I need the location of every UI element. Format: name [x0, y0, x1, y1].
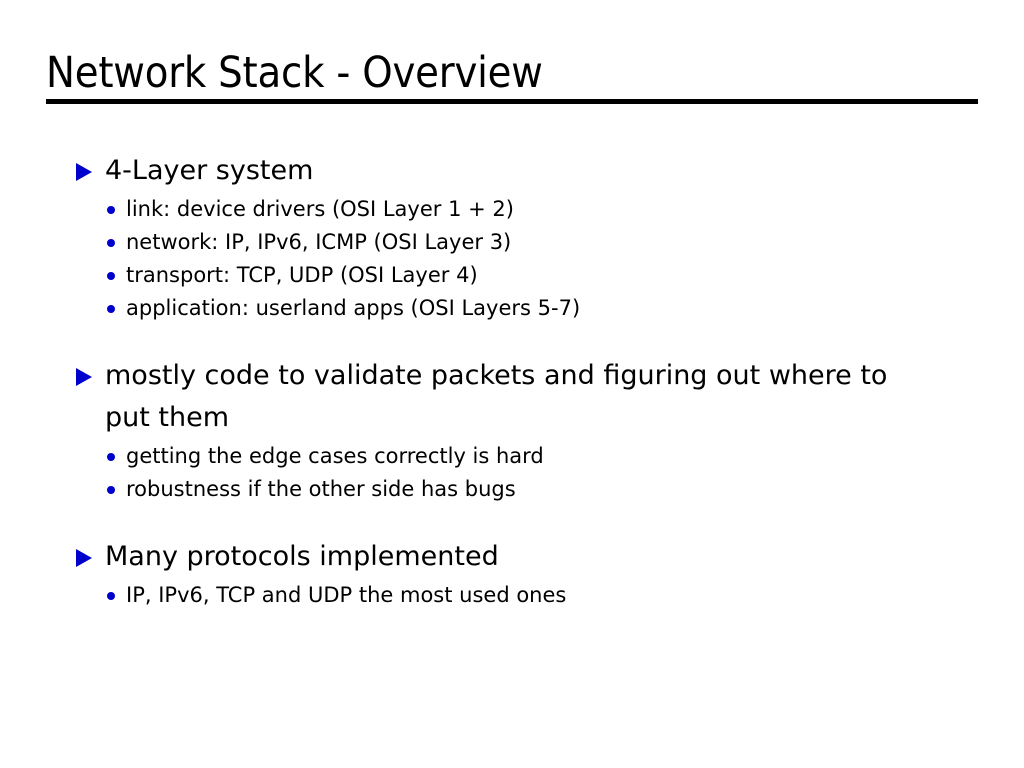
bullet-level2: robustness if the other side has bugs — [0, 473, 1024, 506]
bullet-group: mostly code to validate packets and figu… — [0, 355, 1024, 506]
bullet-level2-text: getting the edge cases correctly is hard — [126, 444, 544, 468]
slide-body: 4-Layer system link: device drivers (OSI… — [0, 150, 1024, 612]
bullet-level2: application: userland apps (OSI Layers 5… — [0, 292, 1024, 325]
bullet-group: 4-Layer system link: device drivers (OSI… — [0, 150, 1024, 325]
triangle-bullet-icon — [76, 368, 92, 386]
dot-bullet-icon — [107, 453, 115, 461]
dot-bullet-icon — [107, 305, 115, 313]
bullet-sublist: link: device drivers (OSI Layer 1 + 2) n… — [0, 193, 1024, 325]
bullet-level2: transport: TCP, UDP (OSI Layer 4) — [0, 259, 1024, 292]
bullet-level2-text: network: IP, IPv6, ICMP (OSI Layer 3) — [126, 230, 512, 254]
bullet-level1: 4-Layer system — [0, 150, 1024, 192]
dot-bullet-icon — [107, 239, 115, 247]
title-underline-rule — [46, 99, 978, 104]
bullet-group: Many protocols implemented IP, IPv6, TCP… — [0, 536, 1024, 612]
bullet-level1: mostly code to validate packets and figu… — [0, 355, 1024, 439]
bullet-level2-text: link: device drivers (OSI Layer 1 + 2) — [126, 197, 514, 221]
bullet-level2-text: application: userland apps (OSI Layers 5… — [126, 296, 581, 320]
bullet-level2: link: device drivers (OSI Layer 1 + 2) — [0, 193, 1024, 226]
bullet-level1: Many protocols implemented — [0, 536, 1024, 578]
bullet-level2-text: transport: TCP, UDP (OSI Layer 4) — [126, 263, 478, 287]
bullet-level2: IP, IPv6, TCP and UDP the most used ones — [0, 579, 1024, 612]
page-title: Network Stack - Overview — [46, 48, 543, 98]
title-block: Network Stack - Overview — [46, 48, 978, 98]
bullet-level2-text: robustness if the other side has bugs — [126, 477, 516, 501]
bullet-level1-text: 4-Layer system — [105, 155, 314, 186]
bullet-sublist: IP, IPv6, TCP and UDP the most used ones — [0, 579, 1024, 612]
dot-bullet-icon — [107, 272, 115, 280]
dot-bullet-icon — [107, 592, 115, 600]
bullet-level2: network: IP, IPv6, ICMP (OSI Layer 3) — [0, 226, 1024, 259]
triangle-bullet-icon — [76, 163, 92, 181]
dot-bullet-icon — [107, 486, 115, 494]
bullet-level2: getting the edge cases correctly is hard — [0, 440, 1024, 473]
triangle-bullet-icon — [76, 549, 92, 567]
bullet-level1-text: mostly code to validate packets and figu… — [105, 360, 888, 433]
bullet-level1-text: Many protocols implemented — [105, 541, 499, 572]
bullet-level2-text: IP, IPv6, TCP and UDP the most used ones — [126, 583, 567, 607]
bullet-sublist: getting the edge cases correctly is hard… — [0, 440, 1024, 506]
dot-bullet-icon — [107, 206, 115, 214]
